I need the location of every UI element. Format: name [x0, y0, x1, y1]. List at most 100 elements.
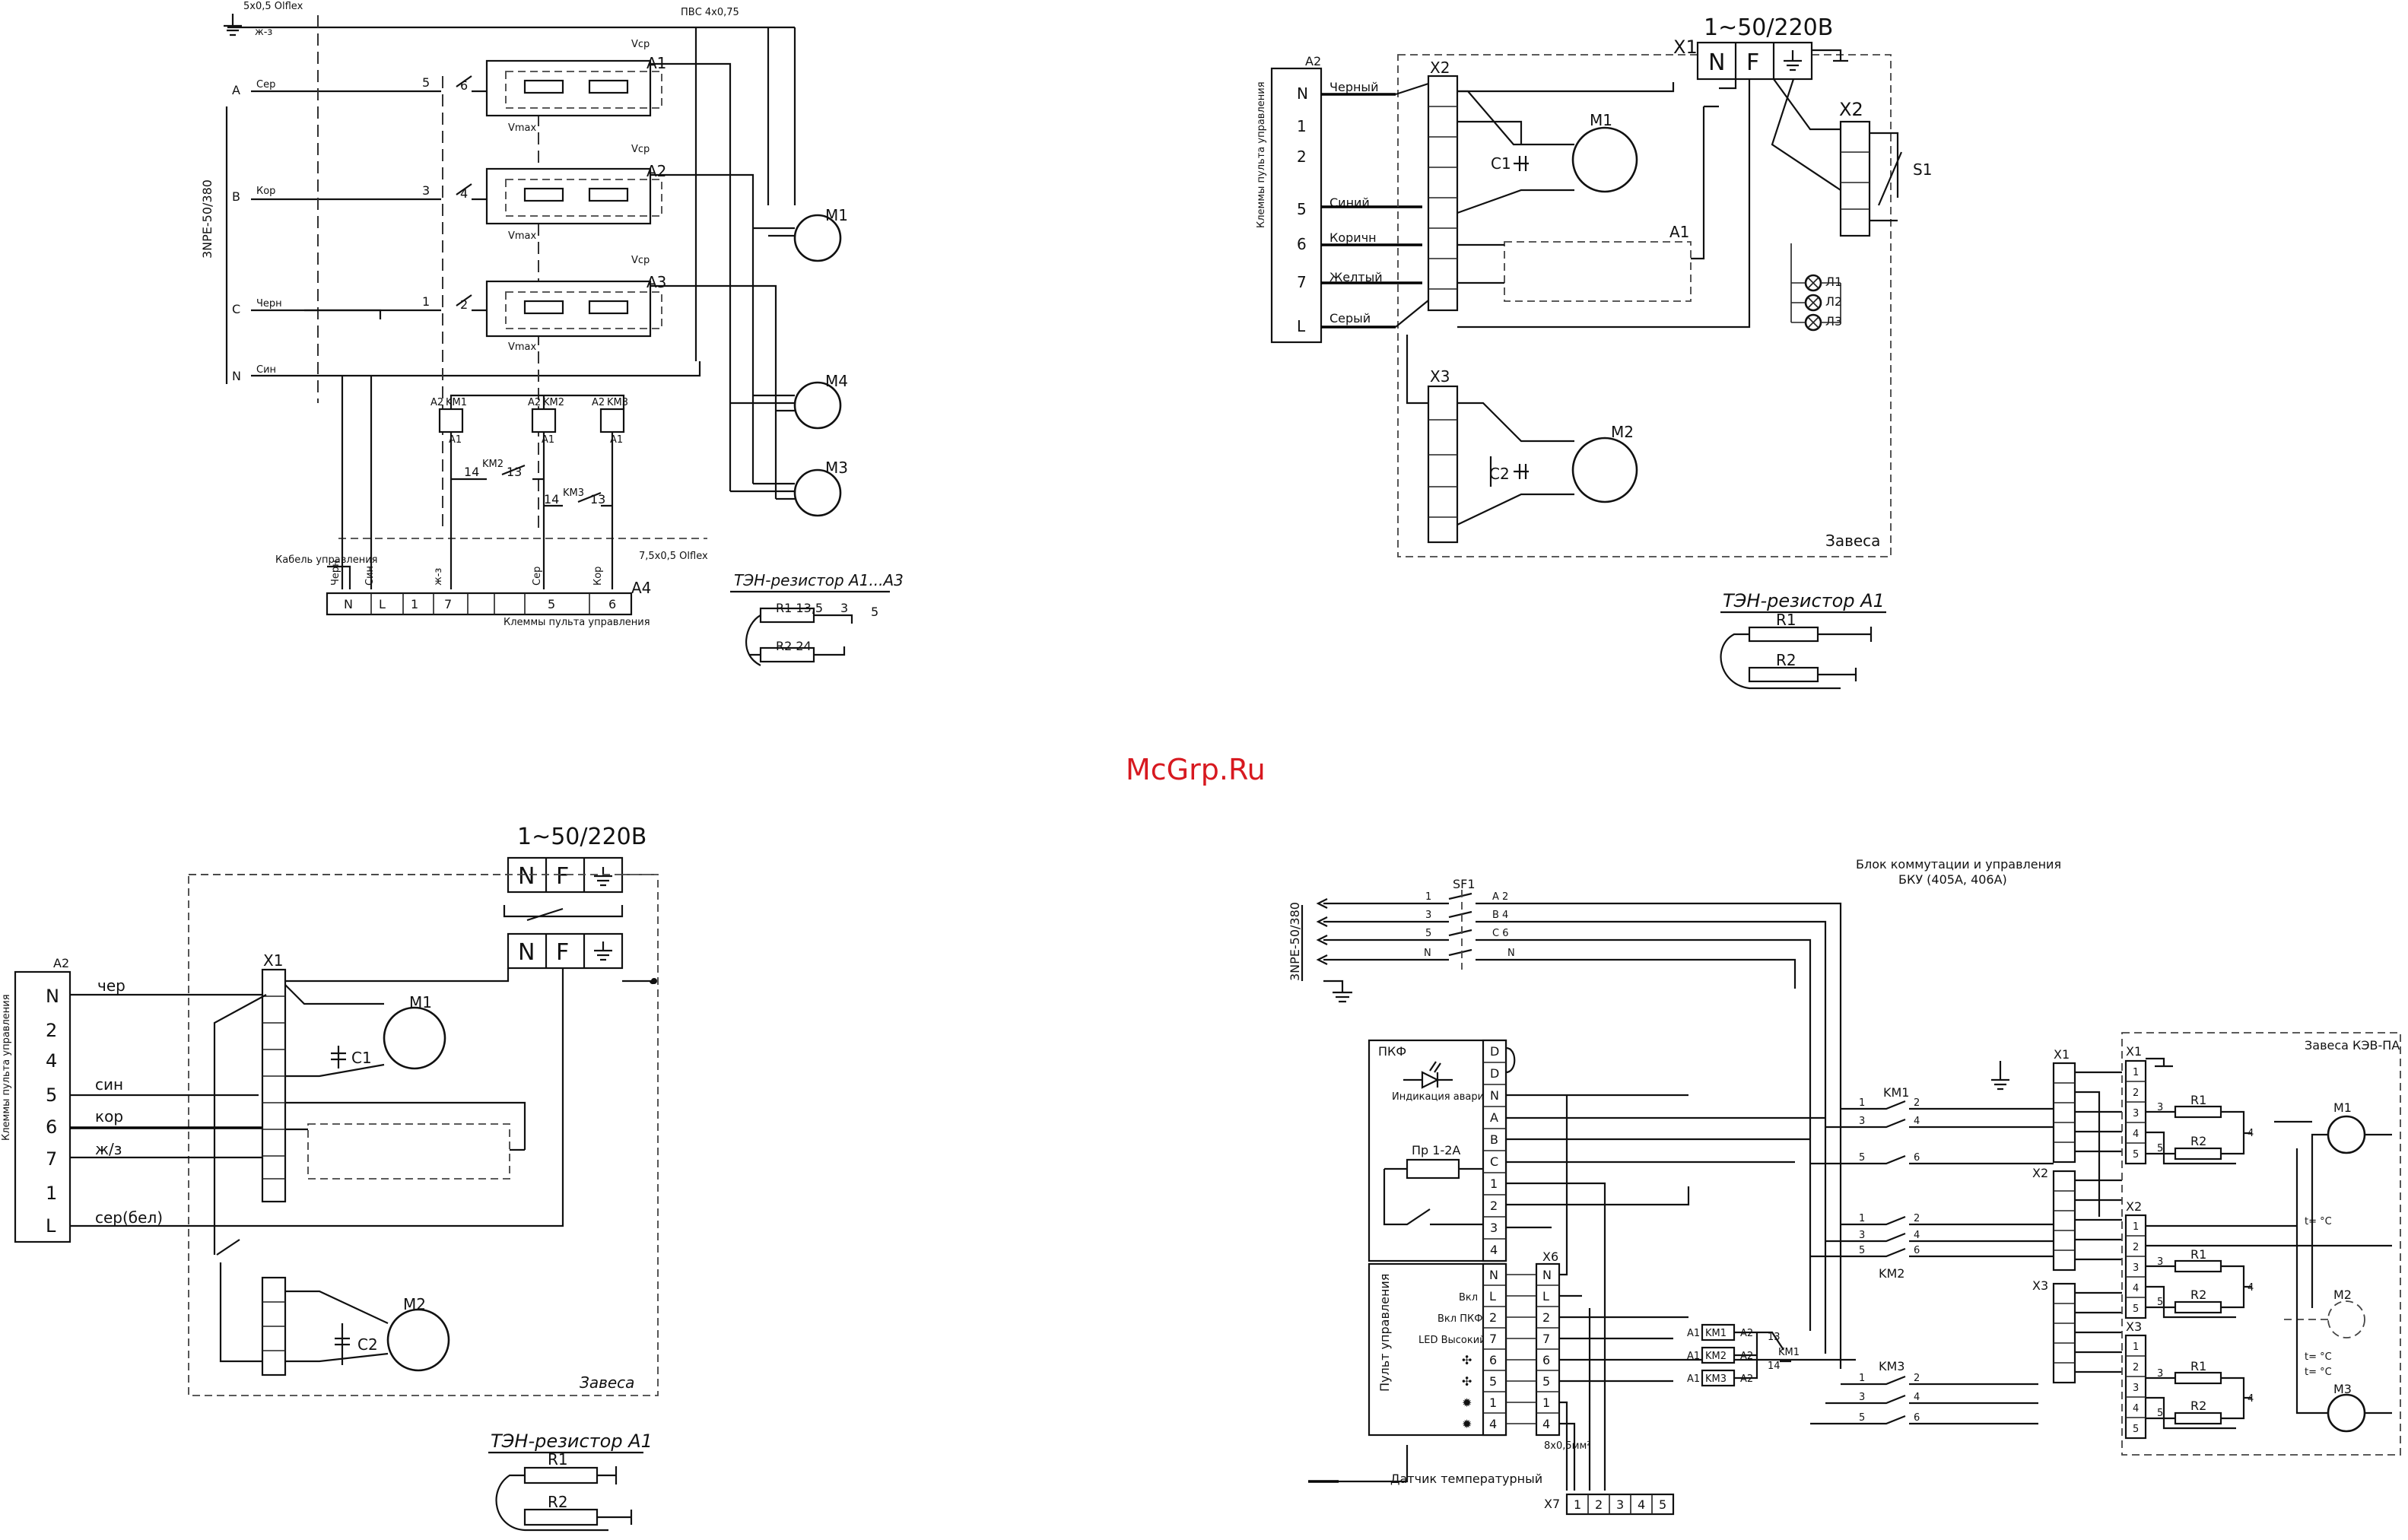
q1-rnum-3: 3: [840, 601, 848, 615]
q4-x6-2: 2: [1542, 1310, 1550, 1325]
q1-km3-pin: A1: [610, 434, 623, 446]
q4-coil-a2-3: A2: [1740, 1373, 1753, 1385]
q4-pkf-pin-4: 4: [1490, 1243, 1498, 1257]
q4-km1-13: 13: [1768, 1332, 1781, 1343]
q4-x6-1: 1: [1542, 1396, 1550, 1410]
q1-ctrl-cable: Кабель управления: [275, 554, 377, 566]
q4-x7-3: 3: [1616, 1497, 1624, 1512]
q4-m2: M2: [2333, 1288, 2352, 1302]
q4-km2-c5: 5: [1859, 1245, 1865, 1256]
q4-pkf-pin-d2: D: [1490, 1066, 1499, 1081]
q1-ct1-l: 14: [464, 465, 479, 479]
q3-pin-2: 2: [46, 1020, 57, 1041]
q4-supply: 3NPE-50/380: [1288, 902, 1302, 981]
q1-a4-label: A4: [631, 579, 651, 597]
q1-color-a: Сер: [256, 79, 275, 90]
q2-nf-f: F: [1746, 49, 1759, 76]
q4-h2-3: 3: [2157, 1256, 2163, 1268]
q2-pin-7: 7: [1297, 273, 1307, 291]
q4-km3-c6: 6: [1914, 1412, 1920, 1424]
q1-ct2-l: 14: [544, 492, 559, 506]
q4-x2-p3: 3: [2133, 1262, 2139, 1274]
q2-pin-6: 6: [1297, 235, 1307, 253]
q2-wire-7: Желтый: [1329, 270, 1383, 284]
q2-nf-n: N: [1708, 49, 1725, 76]
q4-rp-n: N: [1489, 1268, 1498, 1282]
q1-relay-km2: A2 KM2 A1: [528, 397, 564, 446]
q4-h1-r2: R2: [2190, 1134, 2206, 1148]
q3-c1: C1: [351, 1049, 372, 1067]
q1-motor-m4: M4: [730, 372, 848, 430]
q2-ten-title: ТЭН-резистор A1: [1723, 590, 1885, 611]
q4-sf-out-a: A 2: [1492, 891, 1508, 903]
q4-pkf-pins: D D N A B C 1 2 3 4: [1482, 1039, 1507, 1262]
q4-km1-c4: 4: [1914, 1116, 1920, 1127]
q4-motor-m1: M1: [2274, 1100, 2392, 1308]
q1-tag-3: ж-з: [433, 568, 444, 586]
q4-pkf-pin-c: C: [1490, 1154, 1498, 1169]
q4-km1-c5: 5: [1859, 1152, 1865, 1164]
q4-h1-3: 3: [2157, 1102, 2163, 1113]
q4-km2-c6: 6: [1914, 1245, 1920, 1256]
q1-t-n: N: [344, 597, 353, 611]
q4-remote-pins: N L 2 7 6 5 1 4: [1482, 1262, 1507, 1437]
q4-motor-m2: M2: [2282, 1288, 2365, 1338]
heater-icon-2: ✹: [1462, 1417, 1472, 1431]
q4-rp-5: 5: [1489, 1374, 1497, 1389]
q4-h3-4: 4: [2248, 1393, 2254, 1405]
q1-ctrl-cable2: 7,5x0,5 Olflex: [639, 551, 708, 562]
q1-motor-m3: M3: [729, 384, 848, 517]
q4-km3-c3: 3: [1859, 1392, 1865, 1403]
q3-motor-m1: M1 C1: [284, 984, 446, 1078]
q3-wire-l: сер(бел): [95, 1208, 163, 1227]
alarm-led-icon: [1403, 1061, 1453, 1089]
q2-ten-resistor: ТЭН-резистор A1 R1 R2: [1720, 590, 1886, 690]
q2-wire-l: Серый: [1329, 311, 1371, 325]
q1-ct1-name: KM2: [482, 459, 504, 470]
q4-km2-c3: 3: [1859, 1230, 1865, 1241]
q3-nf2-f: F: [556, 939, 569, 966]
q3-wire-7: ж/з: [95, 1140, 122, 1158]
q2-lamps: Л1 Л2 Л3: [1790, 243, 1842, 332]
q3-pin-1: 1: [46, 1183, 57, 1204]
q4-x7-5: 5: [1659, 1497, 1666, 1512]
q4-temp-1: t= °C: [2305, 1216, 2332, 1227]
q4-x3-l: X3: [2032, 1278, 2048, 1293]
q4-km2-c2: 2: [1914, 1213, 1920, 1224]
q1-sw-a-l: 5: [422, 75, 430, 90]
q1-sw-a-r: 6: [460, 78, 468, 93]
q3-ten-title: ТЭН-резистор A1: [491, 1430, 653, 1452]
q2-supply: 1~50/220В: [1704, 14, 1833, 41]
q4-x1-r: X1: [2126, 1044, 2142, 1059]
q3-zone: Завеса: [580, 1373, 634, 1392]
q4-sensor: Датчик температурный: [1390, 1472, 1542, 1486]
q1-block-a1: A1 Vср Vmax: [485, 39, 666, 134]
q1-a1-vcp: Vср: [631, 39, 650, 50]
q4-coil-a1-2: A1: [1687, 1351, 1700, 1362]
q2-motor-m2: M2 C2: [1457, 402, 1638, 526]
q2-x2b-label: X2: [1839, 99, 1863, 120]
q4-x-strips-left: X1 X2 X3: [2032, 1047, 2076, 1384]
q4-x7-2: 2: [1595, 1497, 1603, 1512]
q3-motor-m2: M2 C2: [285, 1290, 450, 1372]
q1-t-5: 5: [548, 597, 555, 611]
q1-terminal-a4: A4 N L 1 7 5 6 Клеммы пульта управления: [326, 579, 651, 628]
q1-phase-b: B: [232, 189, 240, 204]
q4-x3-p5: 5: [2133, 1424, 2139, 1435]
q2-pin-n: N: [1297, 84, 1308, 103]
q4-km1-c2: 2: [1914, 1097, 1920, 1109]
q1-km2-label: KM2: [543, 397, 564, 408]
q1-km1-label: KM1: [446, 397, 467, 408]
q4-remote: Пульт управления: [1377, 1274, 1392, 1392]
q4-h2-r1: R1: [2190, 1247, 2206, 1262]
q1-sw-b-r: 4: [460, 186, 468, 201]
q4-x2-r: X2: [2126, 1199, 2142, 1214]
q4-x6-strip: X6 N L 2 7 6 5 1 4: [1535, 1249, 1561, 1437]
q4-m3: M3: [2333, 1382, 2352, 1396]
q4-rp-4: 4: [1489, 1417, 1497, 1431]
q4-km1-label: KM1: [1883, 1085, 1909, 1100]
q2-pin-2: 2: [1297, 148, 1307, 166]
q2-s1: S1: [1913, 160, 1932, 179]
q4-pkf-pin-n: N: [1490, 1088, 1499, 1103]
q1-block-a3: A3 Vср Vmax: [485, 255, 666, 353]
